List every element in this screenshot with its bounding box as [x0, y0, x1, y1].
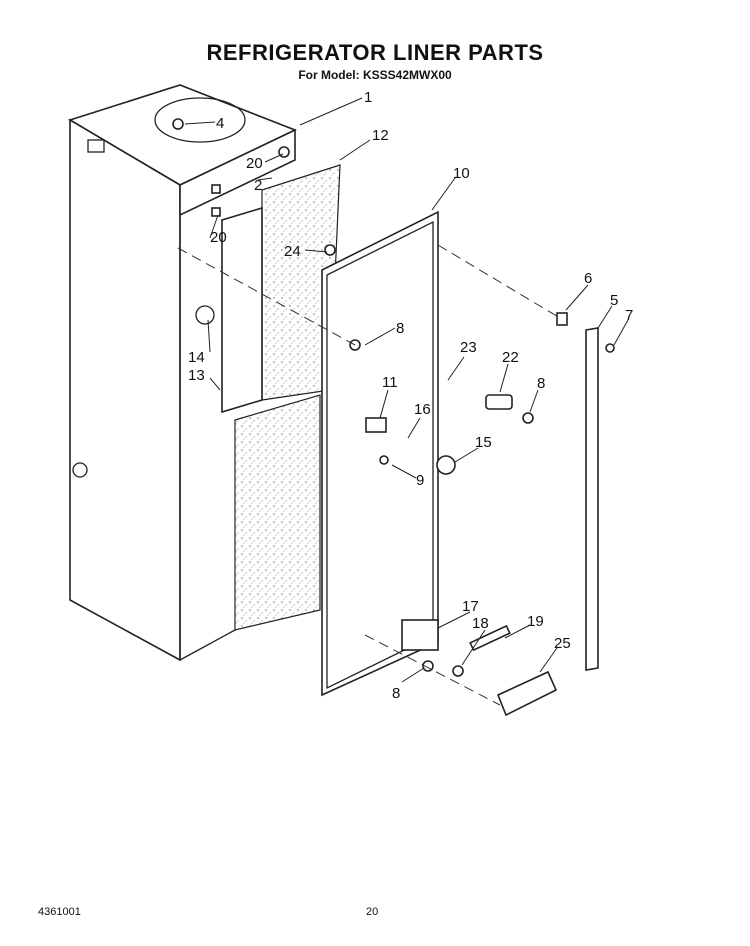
model-subtitle: For Model: KSSS42MWX00: [298, 68, 452, 82]
callout-19: 19: [527, 613, 544, 630]
top-opening: [154, 97, 246, 143]
callout-8-a: 8: [396, 320, 404, 337]
alignment-lines: [177, 244, 561, 706]
small-parts: [172, 118, 615, 717]
callout-11: 11: [382, 374, 398, 391]
callout-21: 20: [210, 229, 227, 246]
callout-7: 7: [625, 307, 633, 324]
callout-25: 25: [554, 635, 571, 652]
label-plate: [87, 139, 105, 153]
cabinet-port: [72, 462, 88, 478]
callout-22: 22: [502, 349, 519, 366]
part-5-strip: [585, 327, 599, 671]
callout-16: 16: [414, 401, 431, 418]
insulation-lower: [234, 394, 321, 631]
callout-4: 4: [216, 115, 224, 132]
callout-15: 15: [475, 434, 492, 451]
callout-12: 12: [372, 127, 389, 144]
callout-10: 10: [453, 165, 470, 182]
callout-6: 6: [584, 270, 592, 287]
callout-2: 2: [254, 177, 262, 194]
callout-24: 24: [284, 243, 301, 260]
cabinet-shell: [68, 84, 298, 662]
callout-5: 5: [610, 292, 618, 309]
diagram-title: REFRIGERATOR LINER PARTS: [206, 40, 544, 65]
callout-1: 1: [364, 89, 372, 106]
callout-8-b: 8: [537, 375, 545, 392]
callout-17: 17: [462, 598, 479, 615]
callout-14: 14: [188, 349, 205, 366]
callout-9: 9: [416, 472, 424, 489]
callout-13: 13: [188, 367, 205, 384]
page-number: 20: [366, 906, 379, 918]
callout-labels: 1 2 4 5 6 7 8 8 8 20 9 10 11 12 13 14 15…: [188, 89, 633, 702]
callout-20: 20: [246, 155, 263, 172]
callout-8-c: 8: [392, 685, 400, 702]
callout-18: 18: [472, 615, 489, 632]
part-13-bracket: [221, 206, 263, 414]
leader-lines: [184, 97, 629, 683]
part-14-grommet: [195, 305, 215, 325]
callout-23: 23: [460, 339, 477, 356]
document-number: 4361001: [38, 906, 81, 918]
